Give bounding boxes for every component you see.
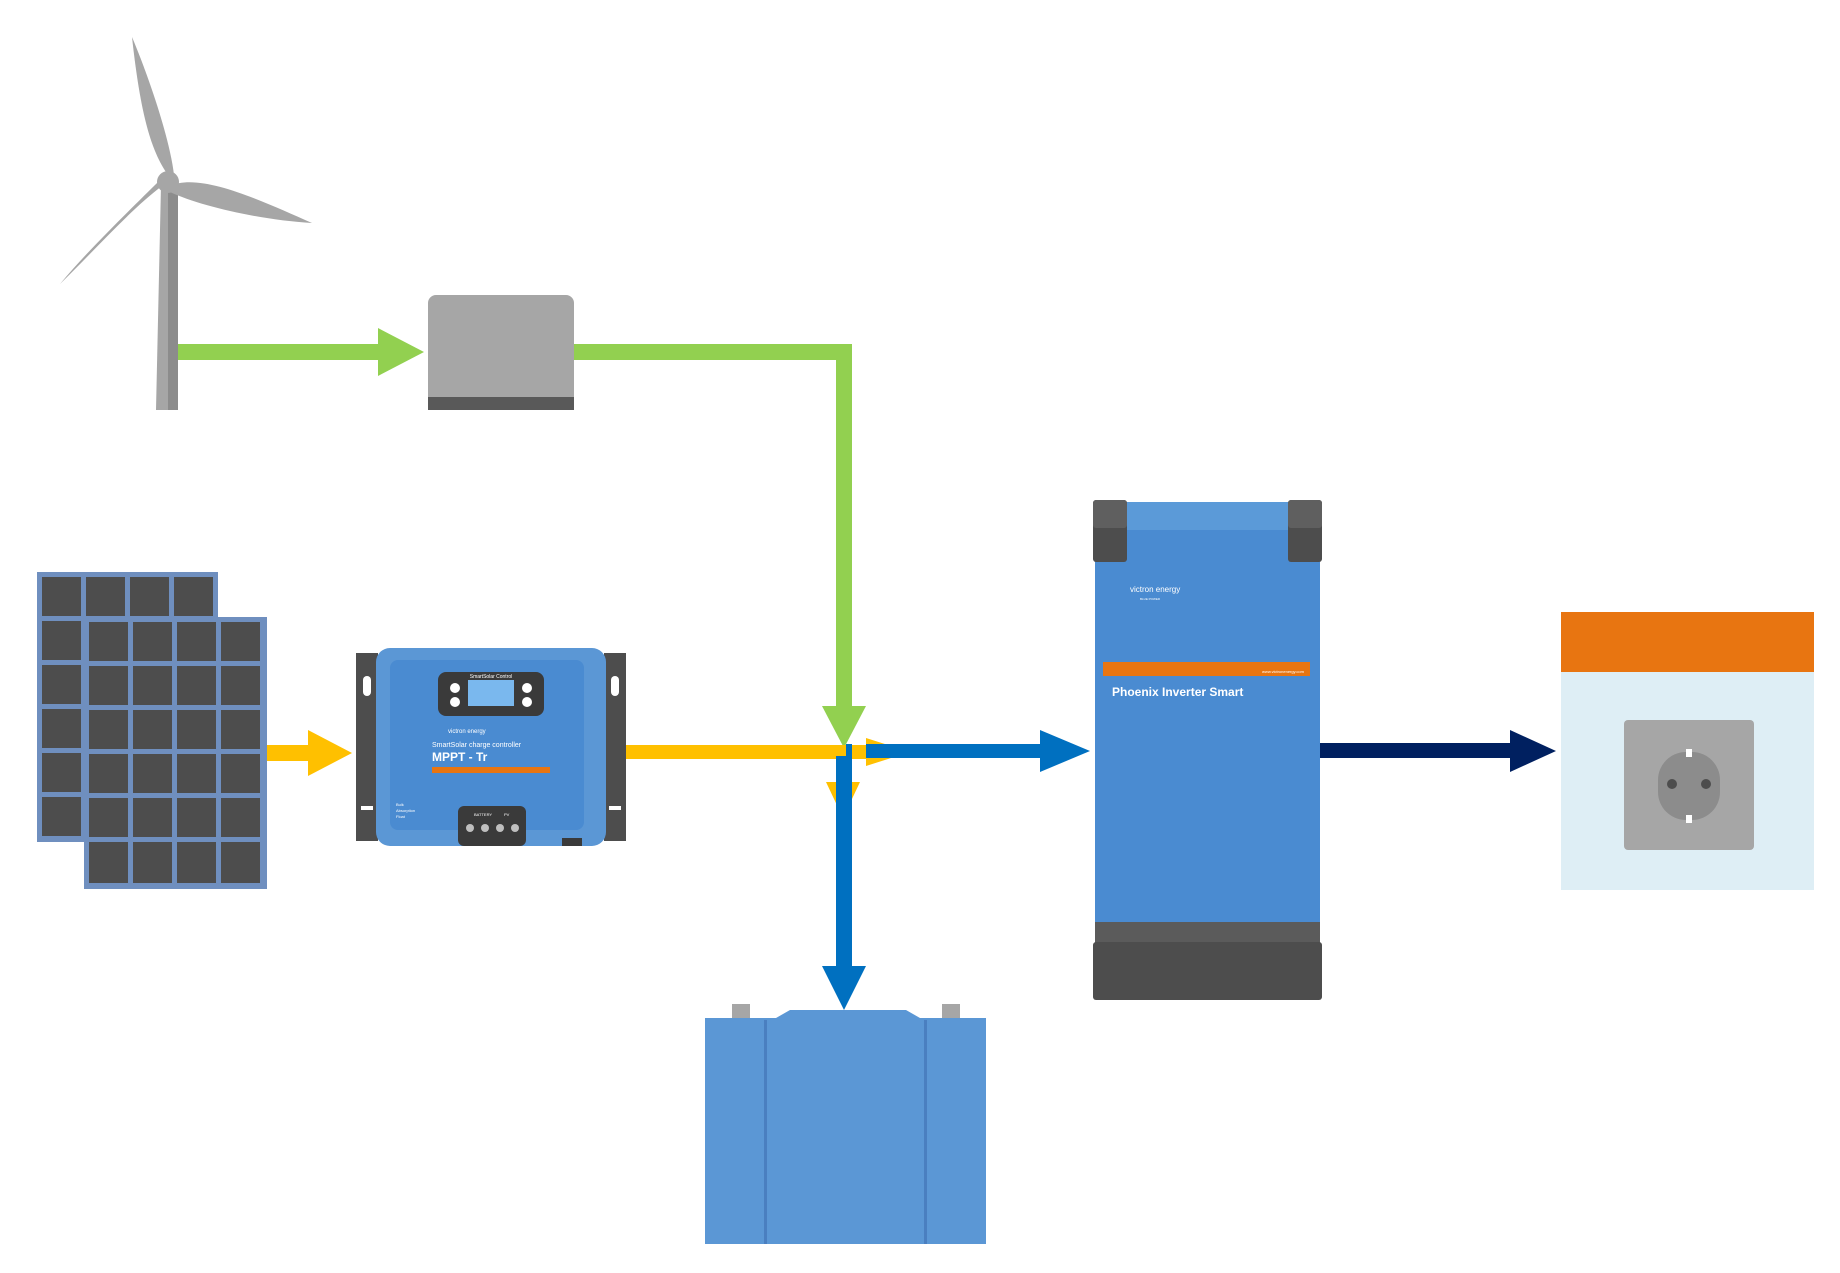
mppt-terminal-block [458,806,526,846]
mppt-connector [562,838,582,846]
controller-to-bus-shaft-v [836,344,852,714]
solar-panel-icon [37,572,267,889]
battery-body [705,1018,986,1244]
mppt-led-absorption: Absorption [396,808,415,813]
mppt-terminal-2 [481,824,489,832]
mppt-slot-top-left [363,676,371,696]
bus-to-battery-arrowhead [822,966,866,1010]
socket-recess [1658,752,1720,820]
battery-terminal-left [732,1004,750,1020]
wind-to-bus-arrowhead [822,706,866,748]
wind-controller-base [428,397,574,410]
bus-to-inverter-arrowhead [1040,730,1090,772]
inverter-icon: victron energy BLUE POWER www.victronene… [1093,500,1322,1000]
wind-controller-body [428,295,574,409]
battery-rib-right [924,1020,927,1244]
wind-to-controller-shaft [178,344,384,360]
mppt-terminal-pv: PV [504,812,510,817]
mppt-orange-stripe [432,767,550,773]
mppt-setup-button [450,697,460,707]
socket-pin-right [1701,779,1711,789]
turbine-tower-shade [168,185,178,410]
bus-to-battery-shaft [836,756,852,976]
mppt-slot-top-right [611,676,619,696]
dc-flow-arrows [822,730,1090,1010]
battery-icon [705,1004,986,1244]
battery-terminal-right [942,1004,960,1020]
bus-to-inverter-shaft [866,744,1046,758]
wind-charge-controller-icon [428,295,574,410]
mppt-led-bulk: Bulk [396,802,404,807]
inverter-to-socket-shaft [1318,743,1516,758]
inverter-brand: victron energy [1130,585,1180,594]
socket-earth-top [1686,749,1692,757]
controller-to-bus-shaft-h [570,344,852,360]
turbine-blade-right [170,182,312,223]
mppt-slot-bottom-left [361,806,373,810]
turbine-blade-left [60,180,162,284]
mppt-display-screen [468,680,514,706]
inverter-body [1095,502,1320,922]
battery-rib-left [764,1020,767,1244]
inverter-cap-top-right-shade [1288,500,1322,528]
inverter-bottom-band [1095,922,1320,944]
inverter-model: Phoenix Inverter Smart [1112,685,1243,699]
mppt-terminal-battery: BATTERY [474,812,492,817]
mppt-model: MPPT - Tr [432,750,488,764]
mppt-select-button [450,683,460,693]
mppt-display-title: SmartSolar Control [470,674,513,680]
inverter-orange-stripe [1103,662,1310,676]
inverter-top-band [1095,502,1320,530]
mppt-terminal-1 [466,824,474,832]
socket-pin-left [1667,779,1677,789]
panel-to-mppt-shaft [266,745,316,761]
mppt-led-float: Float [396,814,406,819]
inverter-url: www.victronenergy.com [1262,669,1305,674]
mppt-product-line: SmartSolar charge controller [432,742,522,749]
solar-panel-front [84,617,267,889]
mppt-mount-right [604,653,626,841]
mppt-mount-left [356,653,378,841]
panel-to-mppt-arrowhead [308,730,352,776]
ac-flow-arrows [1318,730,1556,772]
inverter-to-socket-arrowhead [1510,730,1556,772]
turbine-hub [157,171,179,193]
mppt-brand: victron energy [448,729,486,735]
mppt-to-bus-shaft [626,745,876,759]
mppt-arrow-down-button [522,697,532,707]
wind-to-controller-arrowhead [378,328,424,376]
mppt-charge-controller-icon: SmartSolar Control victron energy SmartS… [356,648,626,846]
turbine-blade-up [132,37,174,175]
socket-header [1561,612,1814,672]
socket-earth-bottom [1686,815,1692,823]
inverter-base [1093,942,1322,1000]
bus-junction-v [846,744,852,764]
inverter-brand-tag: BLUE POWER [1140,597,1161,601]
mppt-arrow-up-button [522,683,532,693]
mppt-terminal-3 [496,824,504,832]
inverter-cap-top-left-shade [1093,500,1127,528]
mppt-terminal-4 [511,824,519,832]
ac-socket-icon [1561,612,1814,890]
wind-turbine-icon [60,37,312,410]
wind-flow-arrows [178,328,866,748]
mppt-slot-bottom-right [609,806,621,810]
